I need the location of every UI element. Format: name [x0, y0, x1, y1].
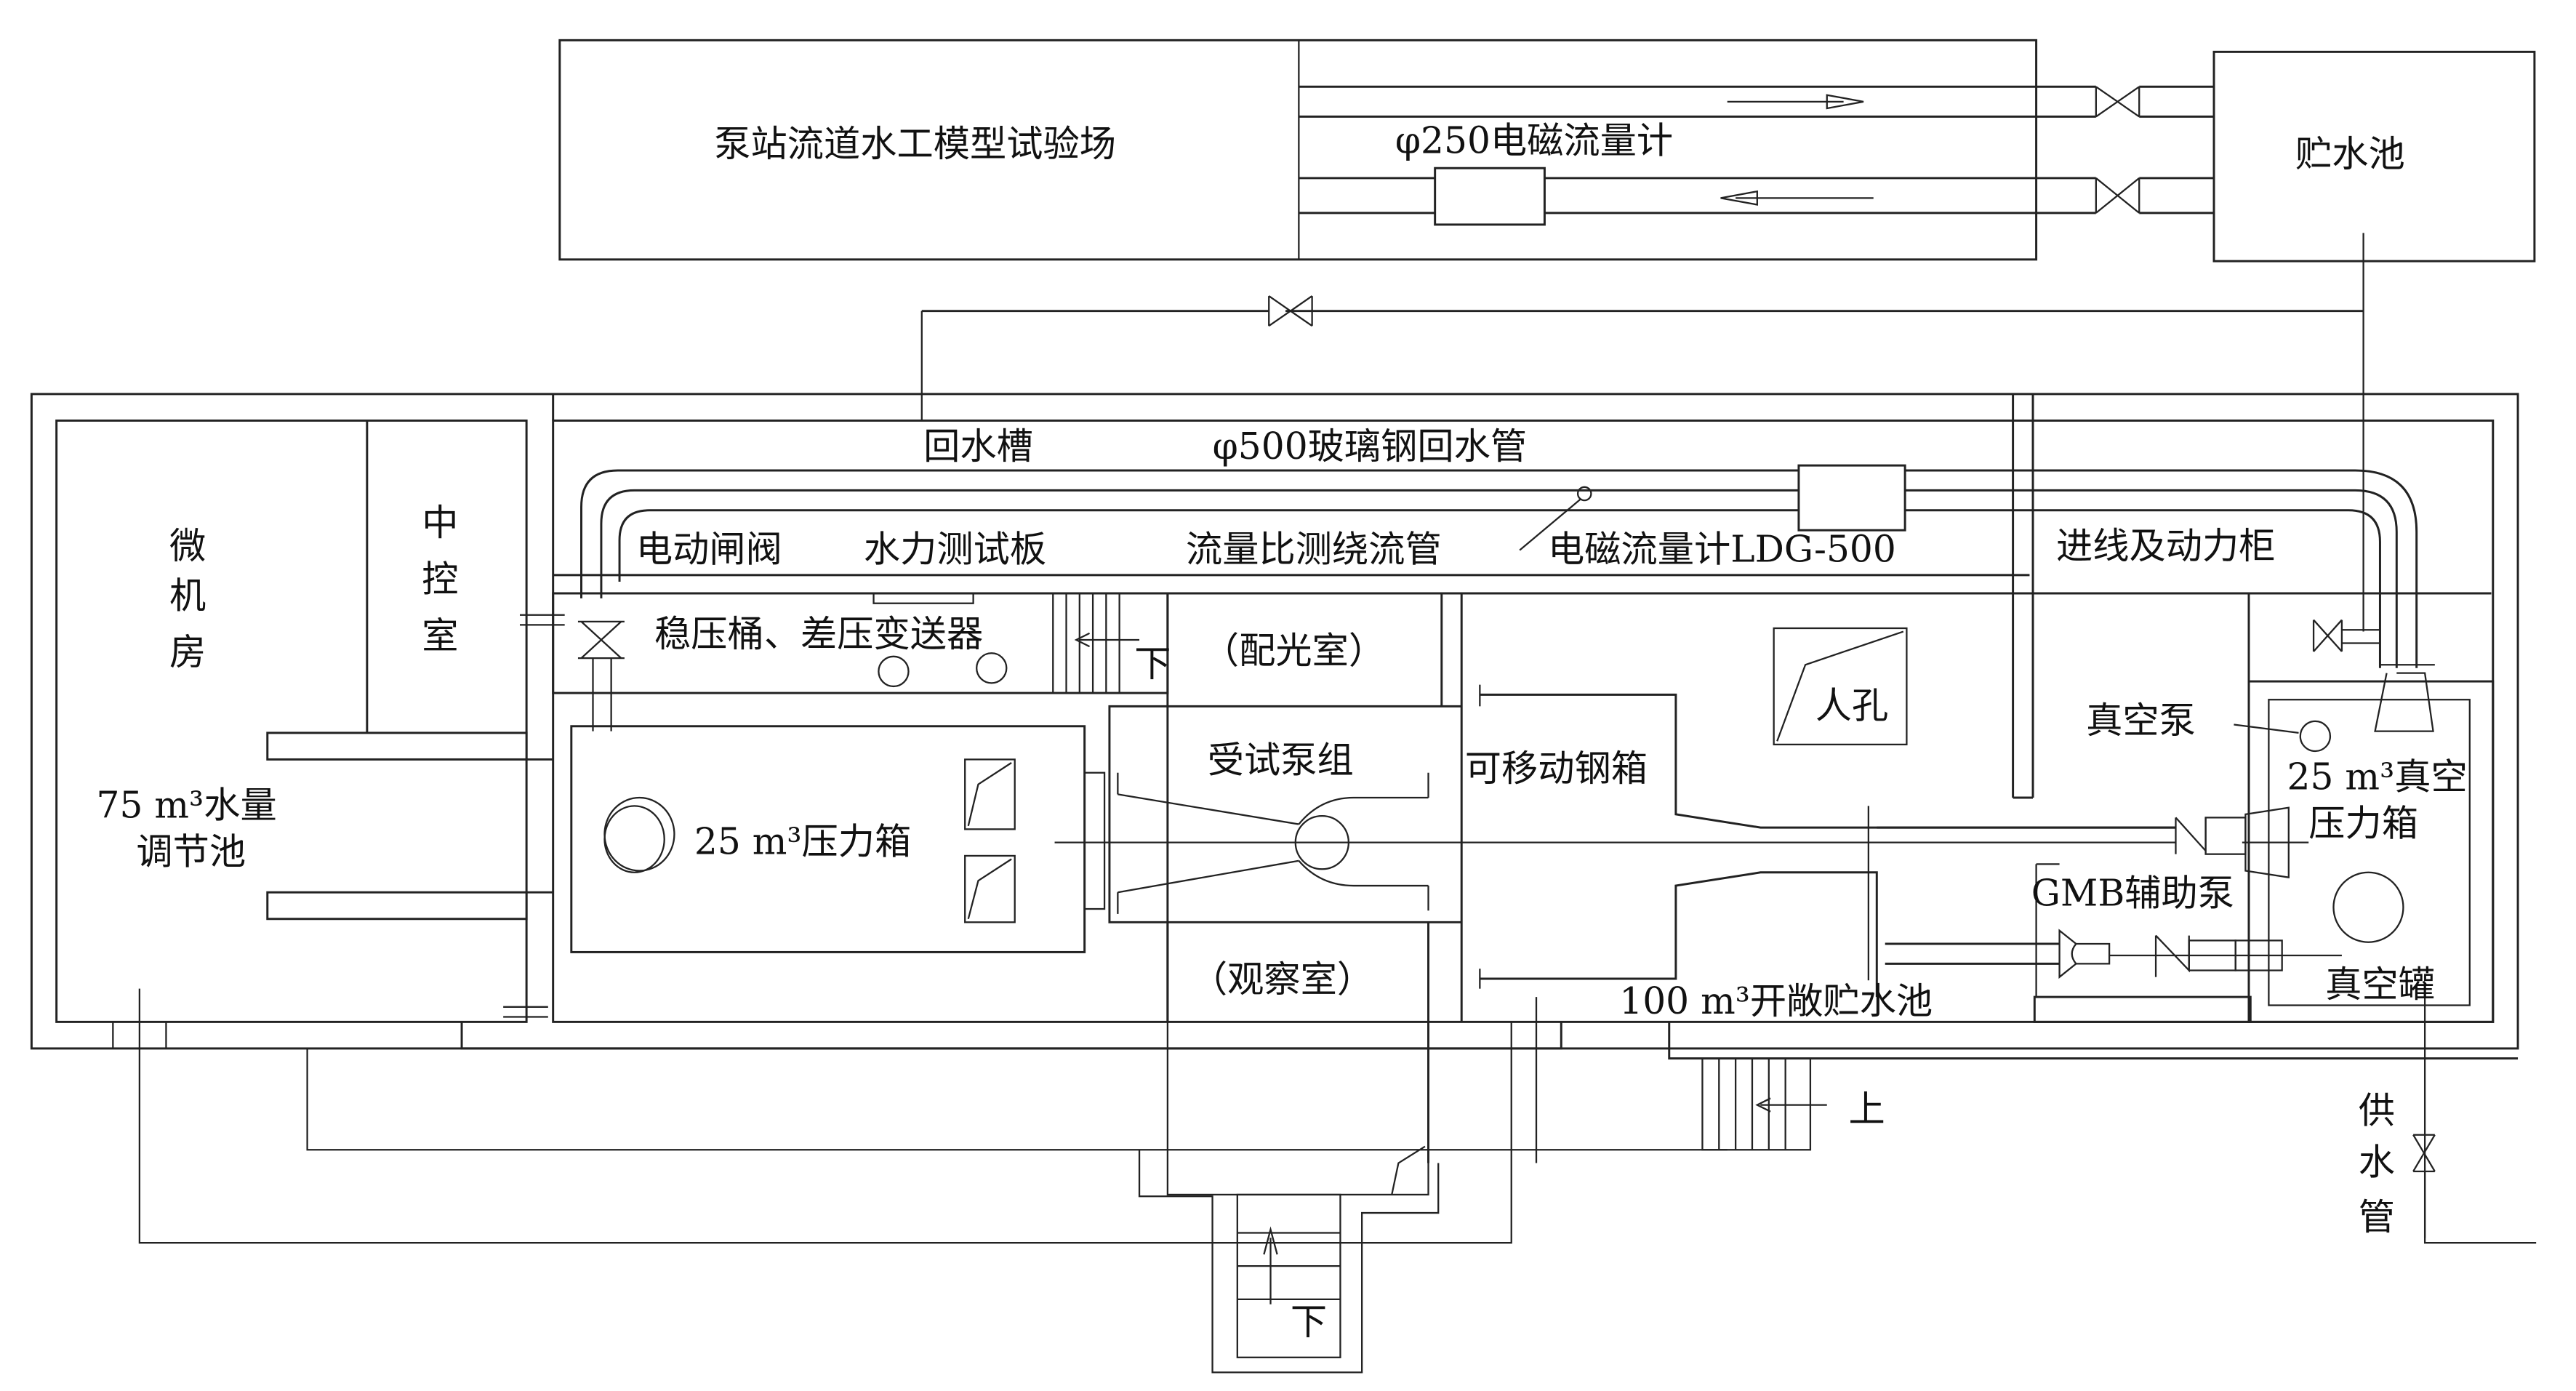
- flowmeter-250-box: [1434, 167, 1546, 226]
- labels: 回水槽 φ500玻璃钢回水管 电动闸阀 水力测试板 流量比测绕流管 电磁流量计L…: [96, 425, 2467, 1343]
- valve-icon: [577, 620, 625, 660]
- svg-text:控: 控: [422, 558, 458, 601]
- up-label: 上: [1848, 1087, 1885, 1130]
- vacuum-vessel-label: 真空罐: [2325, 963, 2435, 1006]
- control-room-label: 中: [422, 501, 458, 544]
- down-lower-label: 下: [1291, 1300, 1327, 1343]
- valve-icon: [2312, 619, 2343, 652]
- manhole-icon: [1773, 627, 1908, 746]
- flowmeter-ldg-label: 电磁流量计LDG-500: [1548, 528, 1896, 571]
- hydraulic-panel-label: 水力测试板: [864, 528, 1046, 571]
- observation-room-label: （观察室）: [1191, 958, 1373, 1001]
- electric-gate-label: 电动闸阀: [636, 528, 782, 571]
- pump-room-block: [1054, 593, 2176, 1163]
- arrow-left-icon: [1755, 1097, 1771, 1113]
- vacuum-pump-icon: [2299, 720, 2332, 753]
- open-pool-label: 100 m³开敞贮水池: [1619, 979, 1933, 1022]
- reservoir-label: 贮水池: [2295, 132, 2405, 175]
- stabilizer-label: 稳压桶、差压变送器: [654, 612, 983, 655]
- vacuum-tank-label: 25 m³真空: [2287, 755, 2468, 798]
- return-line: [920, 295, 2364, 421]
- vacuum-room: [1877, 619, 2495, 1238]
- arrow-up-icon: [1263, 1226, 1278, 1255]
- svg-text:室: 室: [422, 614, 458, 657]
- flowmeter-ldg-box: [1797, 464, 1906, 532]
- manhole-label: 人孔: [1815, 684, 1889, 726]
- flowmeter-250-label: φ250电磁流量计: [1395, 119, 1673, 162]
- valve-icon: [1268, 295, 1313, 327]
- vacuum-vessel-icon: [2332, 871, 2404, 943]
- valve-icon: [2095, 86, 2140, 118]
- stairs-down: [1052, 593, 1120, 694]
- svg-text:调节池: 调节池: [136, 830, 246, 873]
- stairs-down-lower: [1138, 1021, 1440, 1374]
- down-label: 下: [1134, 642, 1171, 685]
- supply-pipe-label: 供: [2359, 1089, 2395, 1132]
- test-pump-label: 受试泵组: [1208, 739, 1354, 782]
- svg-text:水: 水: [2359, 1141, 2395, 1184]
- computer-room-label: 微: [169, 524, 206, 567]
- return-channel-label: 回水槽: [923, 425, 1033, 468]
- return-pipe-bundle: [553, 393, 2492, 998]
- arrow-left-icon: [1720, 190, 1758, 206]
- svg-text:房: 房: [169, 630, 206, 673]
- pressure-tank: [570, 725, 1106, 953]
- bypass-pipe-label: 流量比测绕流管: [1186, 528, 1442, 571]
- valve-icon: [2095, 177, 2140, 214]
- gmb-pump-label: GMB辅助泵: [2031, 871, 2234, 914]
- reservoir: 贮水池: [2212, 50, 2536, 632]
- model-field-label: 泵站流道水工模型试验场: [714, 122, 1116, 165]
- building-walls: [30, 393, 2519, 1050]
- svg-text:机: 机: [169, 574, 206, 617]
- regulating-pool-label: 75 m³水量: [96, 783, 276, 826]
- svg-text:管: 管: [2359, 1195, 2395, 1238]
- arrow-right-icon: [1826, 94, 1864, 110]
- valve-icon: [2412, 1134, 2436, 1173]
- lighting-room-label: （配光室）: [1203, 629, 1385, 672]
- stairs-up: [1701, 1057, 1827, 1151]
- pressure-tank-label: 25 m³压力箱: [694, 820, 911, 863]
- power-cabinet-label: 进线及动力柜: [2056, 524, 2276, 567]
- svg-text:压力箱: 压力箱: [2308, 802, 2418, 845]
- arrow-left-icon: [1074, 632, 1091, 648]
- frp-return-pipe-label: φ500玻璃钢回水管: [1213, 425, 1528, 468]
- bottom-structures: [112, 988, 2537, 1374]
- model-test-field: 泵站流道水工模型试验场 φ250电磁流量计: [558, 39, 2215, 261]
- vacuum-pump-label: 真空泵: [2086, 699, 2196, 742]
- movable-tank-label: 可移动钢箱: [1465, 747, 1648, 790]
